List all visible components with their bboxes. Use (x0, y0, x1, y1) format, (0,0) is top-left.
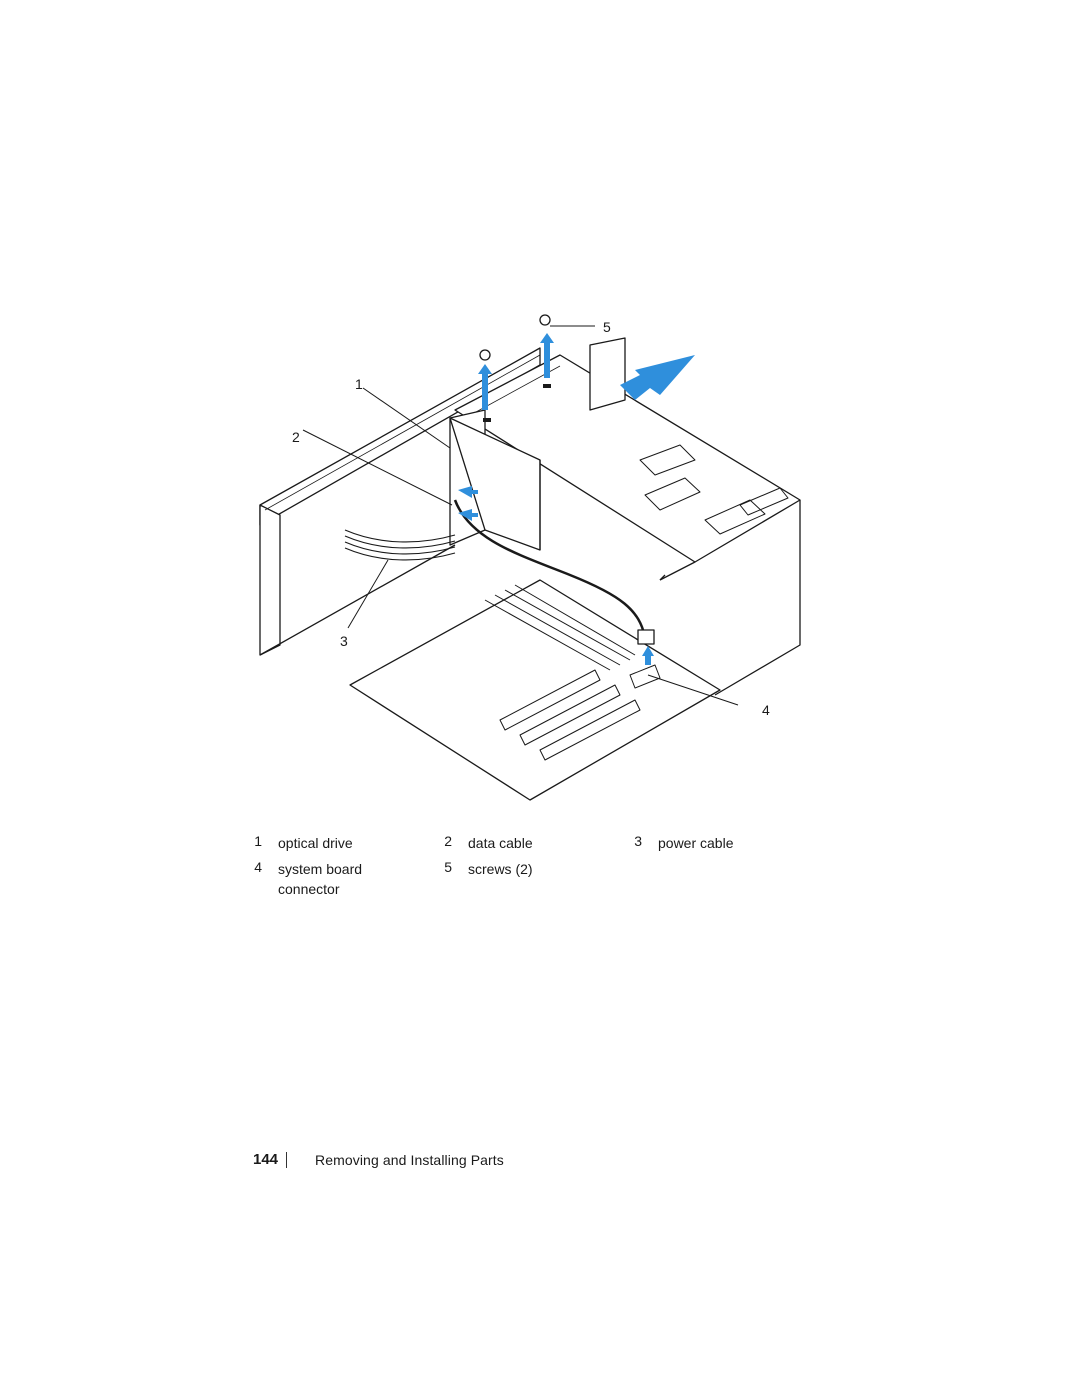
footer-section-title: Removing and Installing Parts (315, 1152, 504, 1168)
data-cable (453, 499, 655, 645)
optical-drive-removal-figure (240, 300, 820, 820)
chassis-top (454, 337, 801, 563)
system-board (349, 579, 721, 801)
legend-label: system board connector (278, 861, 363, 897)
callout-2: 2 (292, 429, 300, 445)
optical-drive-body (449, 409, 541, 551)
legend-number: 3 (634, 833, 642, 849)
legend-label: power cable (658, 835, 734, 851)
callout-3: 3 (340, 633, 348, 649)
legend-number: 4 (254, 859, 262, 875)
side-panel (259, 347, 541, 656)
legend-number: 1 (254, 833, 262, 849)
legend-label: screws (2) (468, 861, 533, 877)
callout-leaders (302, 325, 739, 706)
direction-arrows (458, 333, 695, 665)
screws (479, 314, 551, 422)
page-number: 144 (253, 1151, 279, 1168)
power-cable (344, 529, 456, 561)
chassis-right-wall (659, 500, 801, 696)
legend-number: 5 (444, 859, 452, 875)
legend-label: optical drive (278, 835, 353, 851)
callout-5: 5 (603, 319, 611, 335)
footer-divider (286, 1152, 287, 1168)
legend-label: data cable (468, 835, 533, 851)
callout-1: 1 (355, 376, 363, 392)
legend-number: 2 (444, 833, 452, 849)
callout-4: 4 (762, 702, 770, 718)
